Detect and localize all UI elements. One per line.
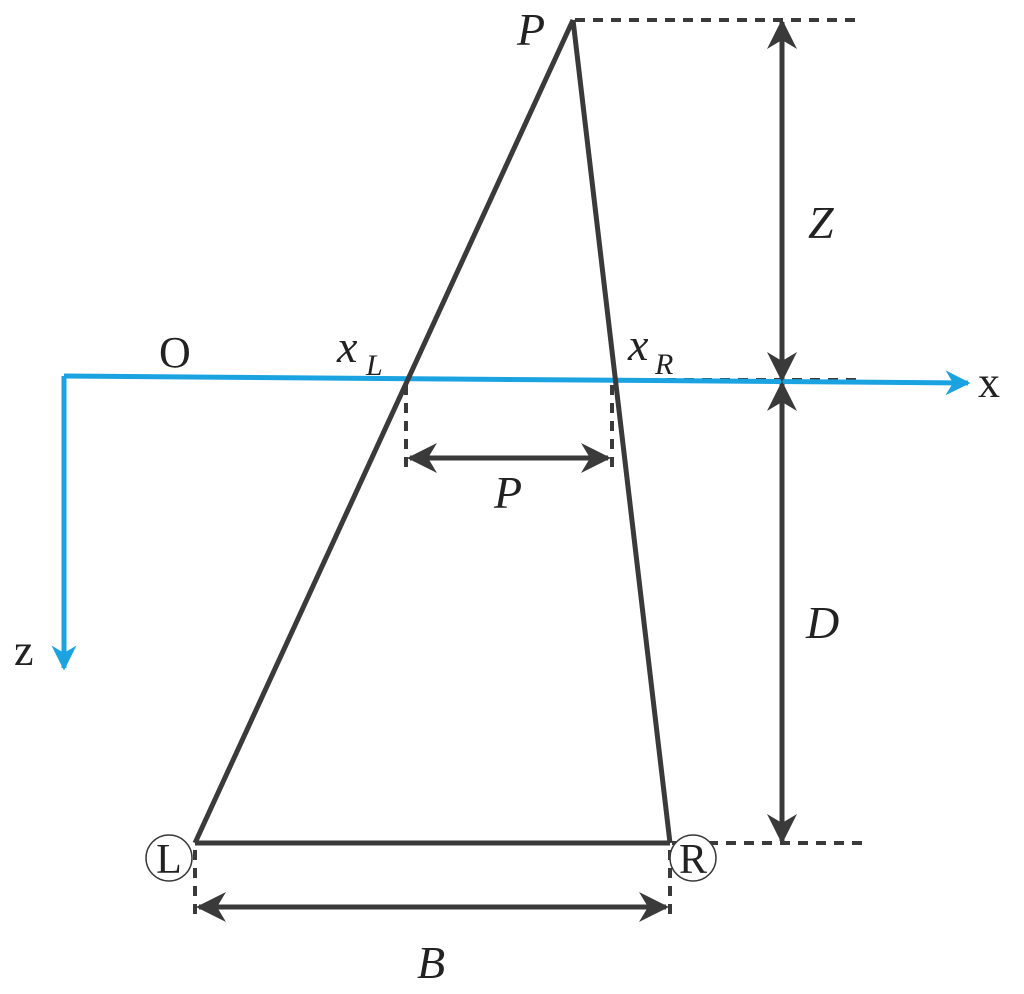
x-axis-label: x xyxy=(978,358,1000,407)
x-axis-line xyxy=(63,370,971,396)
origin-label: O xyxy=(159,328,191,377)
left-camera-label: L xyxy=(156,837,182,883)
xl-label: x xyxy=(336,321,358,372)
right-camera-circle xyxy=(669,834,717,882)
left-camera-circle xyxy=(145,834,193,882)
xr-label: x xyxy=(627,319,649,370)
height-z-label: Z xyxy=(808,197,834,248)
parallax-label: P xyxy=(493,467,522,518)
right-camera-label: R xyxy=(679,837,707,883)
z-axis-label: z xyxy=(14,626,34,675)
distance-d-label: D xyxy=(805,597,839,648)
xl-subscript: L xyxy=(365,349,383,382)
right-ray xyxy=(570,19,673,844)
xr-subscript: R xyxy=(654,348,673,381)
baseline-b-label: B xyxy=(417,937,445,988)
left-ray xyxy=(192,18,576,845)
point-label: P xyxy=(516,4,545,55)
